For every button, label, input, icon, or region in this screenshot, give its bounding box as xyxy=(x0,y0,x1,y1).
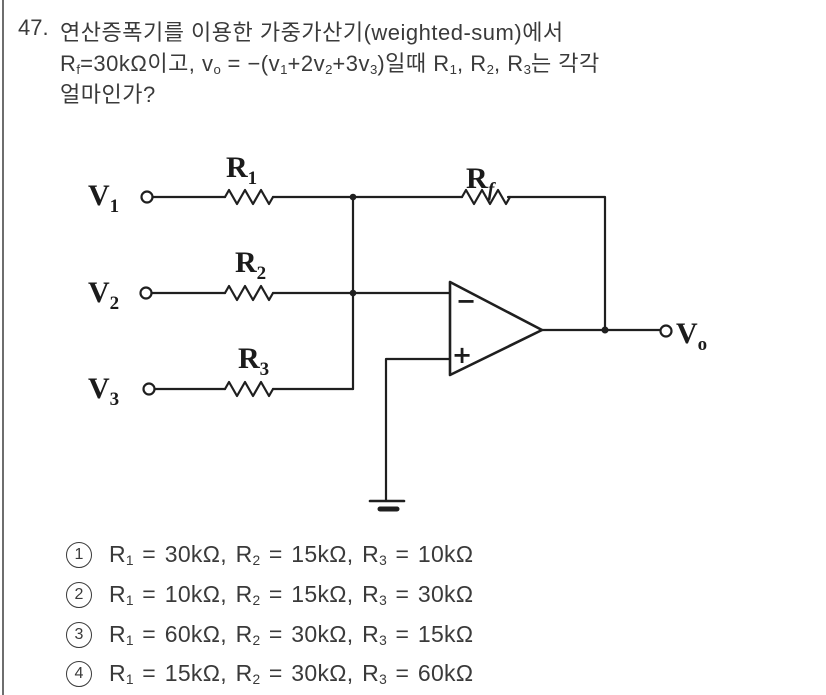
wire-feedback xyxy=(506,195,607,332)
resistor-rf-icon xyxy=(460,188,512,206)
choice-2-text: R1 = 10kΩ, R2 = 15kΩ, R3 = 30kΩ xyxy=(109,581,474,609)
resistor-r3-icon xyxy=(223,380,275,398)
choice-3-marker: 3 xyxy=(66,621,92,648)
terminal-v2-icon xyxy=(139,286,153,300)
label-v2: V2 xyxy=(88,276,119,314)
choice-option-3: 3 R1 = 60kΩ, R2 = 30kΩ, R3 = 15kΩ xyxy=(66,621,473,648)
minus-input-icon: − xyxy=(456,287,476,315)
choice-4-text: R1 = 15kΩ, R2 = 30kΩ, R3 = 60kΩ xyxy=(109,660,474,688)
resistor-r2-icon xyxy=(223,284,275,302)
label-vo: Vo xyxy=(676,317,707,355)
plus-input-icon: + xyxy=(452,341,472,369)
label-r1: R1 xyxy=(226,151,257,189)
junction-dot-1 xyxy=(349,193,357,201)
question-number: 47. xyxy=(18,15,49,40)
wire-noninverting-input xyxy=(384,357,452,503)
terminal-v3-icon xyxy=(142,382,156,396)
junction-dot-output xyxy=(601,326,609,334)
junction-dot-2 xyxy=(349,289,357,297)
resistor-r1-icon xyxy=(223,188,275,206)
terminal-v1-icon xyxy=(140,190,154,204)
label-r3: R3 xyxy=(238,342,269,380)
choice-2-marker: 2 xyxy=(66,581,92,608)
choice-option-2: 2 R1 = 10kΩ, R2 = 15kΩ, R3 = 30kΩ xyxy=(66,581,473,608)
terminal-vo-icon xyxy=(659,324,673,338)
label-v3: V3 xyxy=(88,372,119,410)
choice-option-4: 4 R1 = 15kΩ, R2 = 30kΩ, R3 = 60kΩ xyxy=(66,660,473,687)
choice-4-marker: 4 xyxy=(66,660,92,687)
choice-1-text: R1 = 30kΩ, R2 = 15kΩ, R3 = 10kΩ xyxy=(109,541,474,569)
choice-option-1: 1 R1 = 30kΩ, R2 = 15kΩ, R3 = 10kΩ xyxy=(66,541,473,568)
label-v1: V1 xyxy=(88,179,119,217)
page-left-border-line xyxy=(2,0,4,695)
circuit-diagram: − + V1 V2 V3 R1 R2 R3 Rf Vo xyxy=(88,151,707,512)
label-rf: Rf xyxy=(466,162,497,201)
label-r2: R2 xyxy=(235,246,266,284)
question-line-3: 얼마인가? xyxy=(60,82,156,107)
question-line-2: Rf=30kΩ이고, vo = −(v1+2v2+3v3)일때 R1, R2, … xyxy=(60,51,600,77)
choice-1-marker: 1 xyxy=(66,541,92,568)
opamp-triangle xyxy=(448,280,544,377)
question-line-1: 연산증폭기를 이용한 가중가산기(weighted-sum)에서 xyxy=(60,20,564,45)
choice-3-text: R1 = 60kΩ, R2 = 30kΩ, R3 = 15kΩ xyxy=(109,621,474,649)
ground-icon xyxy=(368,499,406,512)
